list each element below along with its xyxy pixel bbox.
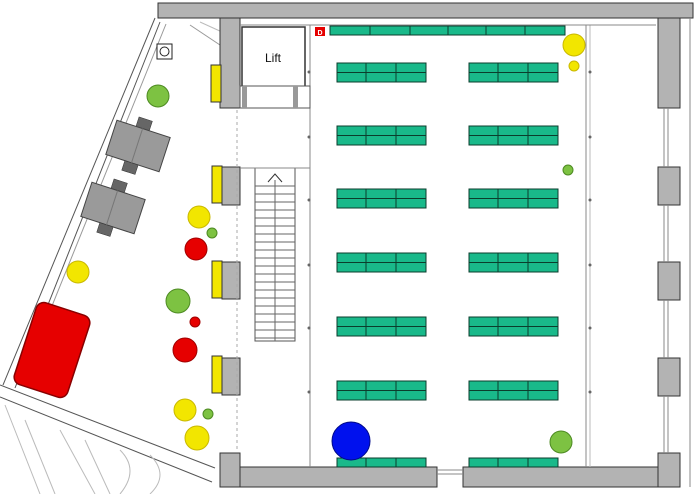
- shelf-block[interactable]: [468, 380, 559, 401]
- red-marker[interactable]: [189, 316, 201, 328]
- shelf-block[interactable]: [468, 125, 559, 146]
- shelf-block[interactable]: [468, 62, 559, 83]
- shelf-block[interactable]: [468, 316, 559, 337]
- shelf-block[interactable]: [336, 252, 427, 273]
- yellow-marker[interactable]: [173, 398, 197, 422]
- shelf-blocks[interactable]: [336, 62, 559, 468]
- shelf-block[interactable]: [336, 457, 427, 468]
- green-marker[interactable]: [562, 164, 574, 176]
- green-marker[interactable]: [202, 408, 214, 420]
- partition-dots: [307, 70, 592, 394]
- red-marker[interactable]: [184, 237, 208, 261]
- lift[interactable]: Lift: [239, 26, 311, 109]
- desk-group-2[interactable]: [78, 173, 149, 244]
- yellow-marker[interactable]: [562, 33, 586, 57]
- yellow-marker[interactable]: [568, 60, 580, 72]
- shelf-block[interactable]: [468, 188, 559, 209]
- exit-sign-label: D: [317, 30, 322, 37]
- yellow-marker[interactable]: [184, 425, 210, 451]
- shelf-block[interactable]: [336, 188, 427, 209]
- desk: [105, 119, 171, 173]
- red-marker[interactable]: [172, 337, 198, 363]
- markers[interactable]: [66, 33, 586, 461]
- lift-label: Lift: [265, 51, 282, 65]
- smoke-detector-icon: [156, 43, 173, 60]
- desk: [80, 181, 146, 235]
- yellow-marker[interactable]: [66, 260, 90, 284]
- staircase-icon[interactable]: [240, 167, 310, 342]
- green-marker[interactable]: [206, 227, 218, 239]
- red-zone[interactable]: [12, 300, 92, 399]
- shelf-block[interactable]: [468, 252, 559, 273]
- shelf-row-top[interactable]: [329, 25, 566, 36]
- shelf-block[interactable]: [468, 457, 559, 468]
- yellow-marker[interactable]: [187, 205, 211, 229]
- green-marker[interactable]: [165, 288, 191, 314]
- shelf-block[interactable]: [336, 380, 427, 401]
- green-marker[interactable]: [146, 84, 170, 108]
- shelf-block[interactable]: [336, 62, 427, 83]
- building-walls: [157, 2, 694, 488]
- desk-group-1[interactable]: [103, 111, 174, 182]
- shelf-block[interactable]: [336, 316, 427, 337]
- shelf-block[interactable]: [336, 125, 427, 146]
- yellow-wall-segments: [210, 64, 223, 394]
- green-marker[interactable]: [549, 430, 573, 454]
- exit-sign-icon: D: [315, 27, 325, 37]
- blue-marker[interactable]: [331, 421, 371, 461]
